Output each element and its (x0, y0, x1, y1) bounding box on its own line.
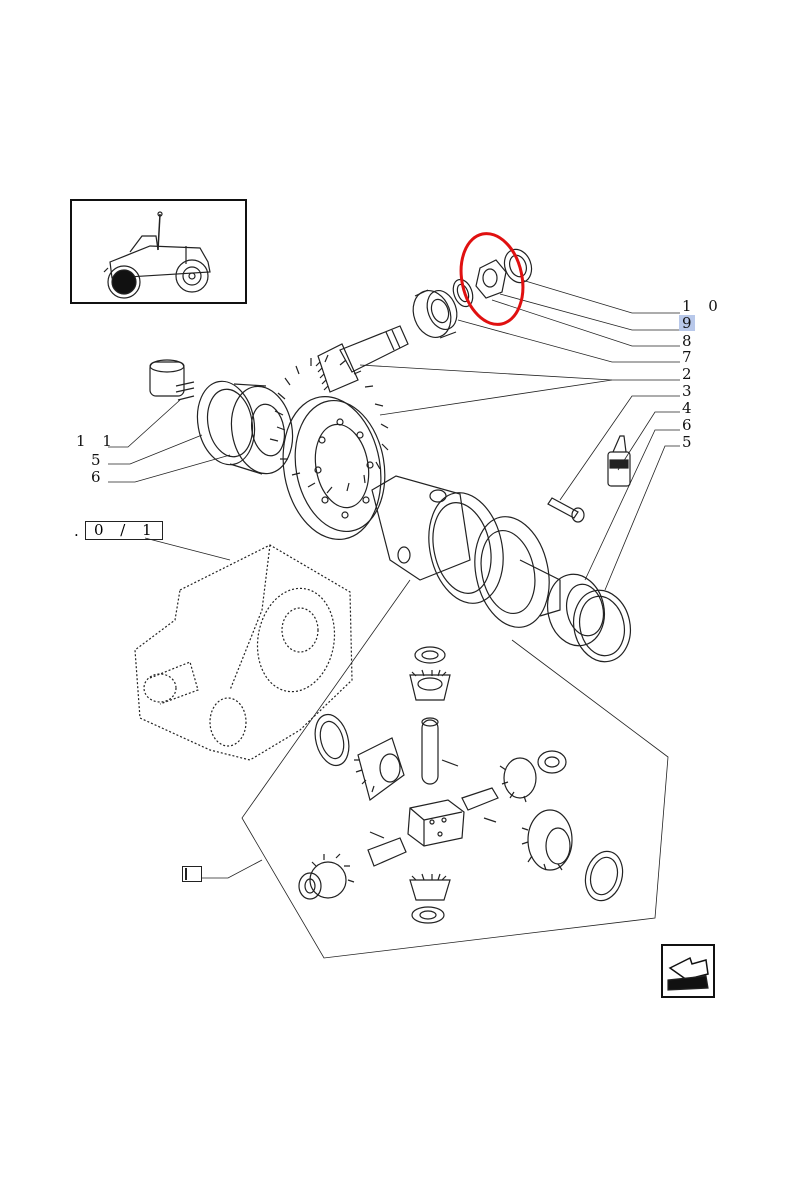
callout-11[interactable]: 1 1 (76, 432, 118, 450)
callout-6-left[interactable]: 6 (91, 468, 107, 486)
back-arrow-icon[interactable] (667, 956, 709, 991)
callout-3[interactable]: 3 (682, 382, 698, 400)
callout-8[interactable]: 8 (682, 332, 698, 350)
callout-4[interactable]: 4 (682, 399, 698, 417)
bearing-cup-10 (503, 248, 533, 284)
differential-housing (371, 475, 631, 663)
callout-9-highlighted[interactable]: 9 (679, 315, 695, 331)
overview-thumbnail[interactable] (70, 199, 247, 304)
sealant-tube-4 (607, 435, 631, 487)
highlight-circle (459, 232, 525, 326)
tractor-thumbnail-icon (103, 211, 211, 299)
callout-7[interactable]: 7 (682, 348, 698, 366)
pinion-shaft-2 (315, 325, 409, 393)
reference-code[interactable]: 0 / 1 (85, 521, 163, 540)
callout-2[interactable]: 2 (682, 365, 698, 383)
callout-5-right[interactable]: 5 (682, 433, 698, 451)
callout-6-right[interactable]: 6 (682, 416, 698, 434)
differential-internals (298, 646, 624, 924)
roller-bearing-7 (412, 289, 458, 339)
reference-prefix: . (74, 522, 79, 540)
ring-gear (269, 354, 389, 540)
bolt-3 (547, 497, 585, 523)
callout-5-left[interactable]: 5 (91, 451, 107, 469)
lock-nut-9 (475, 259, 507, 299)
group-reference-box[interactable] (182, 866, 202, 882)
callout-10[interactable]: 1 0 (682, 297, 724, 315)
transmission-casing (134, 544, 353, 761)
leader-lines (108, 279, 680, 959)
washer-8 (452, 278, 474, 308)
navigation-button[interactable] (661, 944, 715, 998)
bearing-group-left (149, 359, 294, 475)
